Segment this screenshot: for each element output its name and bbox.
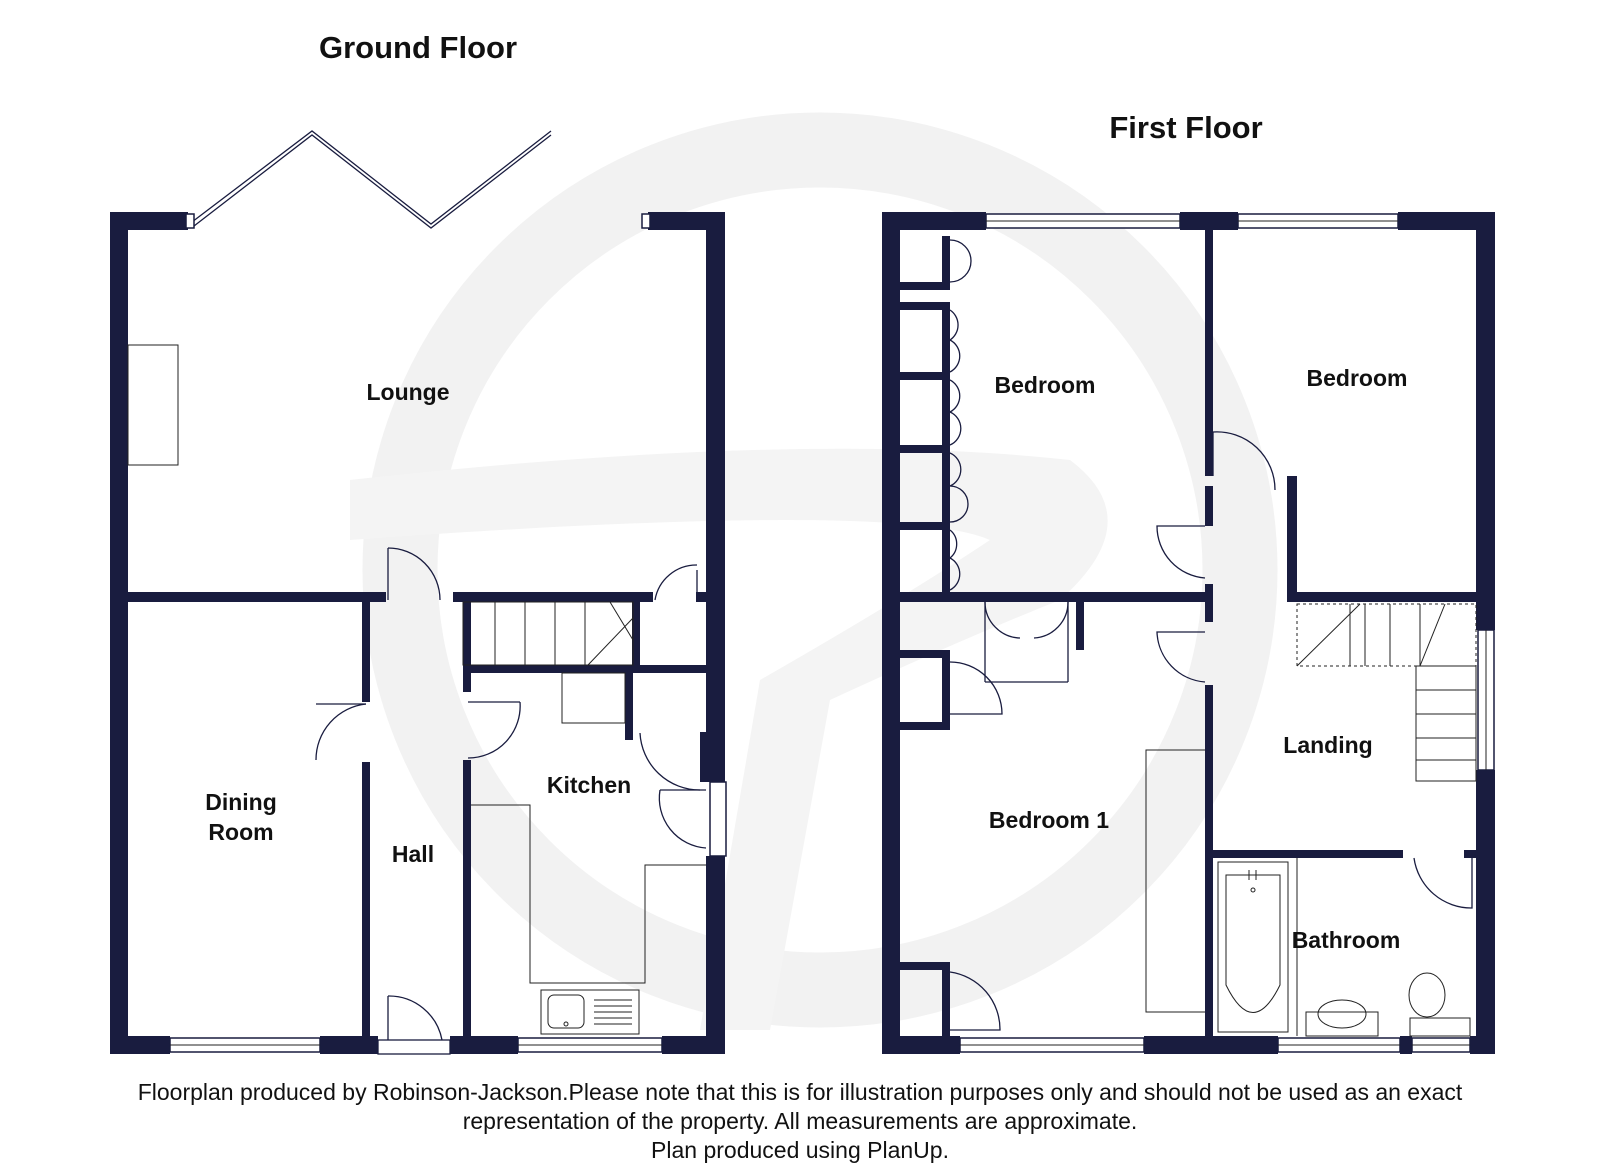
first-north-wall-3 — [1398, 212, 1495, 230]
room-label-dining-line1: Dining — [205, 789, 277, 815]
toilet — [1408, 972, 1471, 1037]
disclaimer-line-2: representation of the property. All meas… — [462, 1108, 1138, 1134]
ground-west-wall — [110, 212, 128, 1054]
landing-doors — [1156, 431, 1473, 909]
bedroom1-wardrobe-doors — [949, 601, 1069, 1031]
room-label-kitchen: Kitchen — [547, 772, 631, 798]
first-east-wall-upper — [1476, 212, 1495, 630]
fireplace — [127, 344, 179, 466]
first-south-wall-1 — [882, 1036, 960, 1054]
room-label-bedroom-1: Bedroom 1 — [989, 807, 1109, 833]
dining-hall-wall-lower — [362, 762, 370, 1036]
dining-door — [315, 703, 367, 761]
ground-east-wall-upper — [706, 212, 725, 782]
ground-south-wall-2 — [320, 1036, 378, 1054]
first-floor-title: First Floor — [1109, 110, 1262, 145]
washbasin — [1305, 999, 1379, 1037]
lounge-kitchen-wall-end — [696, 592, 710, 602]
ground-floor-plan — [110, 130, 727, 1055]
kitchen-worktops — [471, 672, 706, 984]
room-label-landing: Landing — [1283, 732, 1372, 758]
disclaimer-line-3: Plan produced using PlanUp. — [651, 1137, 949, 1163]
kitchen-store-wall — [625, 672, 633, 740]
ground-south-wall-3 — [450, 1036, 518, 1054]
first-east-wall-lower — [1476, 770, 1495, 1054]
lounge-dining-wall — [110, 592, 386, 602]
room-label-bedroom-left: Bedroom — [995, 372, 1096, 398]
first-south-wall-2 — [1144, 1036, 1278, 1054]
disclaimer-line-1: Floorplan produced by Robinson-Jackson.P… — [137, 1079, 1463, 1105]
bedroom-divider-upper — [1205, 230, 1213, 476]
bedroom1-east-wall — [1205, 685, 1213, 1036]
ground-east-wall-lower — [706, 856, 725, 1054]
first-west-wall — [882, 212, 900, 1054]
ground-south-wall-1 — [110, 1036, 170, 1054]
wardrobe-divider — [1076, 602, 1084, 650]
lounge-kitchen-wall — [453, 592, 653, 602]
first-north-wall-2 — [1180, 212, 1238, 230]
kitchen-north-wall — [463, 665, 706, 673]
first-south-wall-3 — [1400, 1036, 1412, 1054]
ground-south-wall-4 — [662, 1036, 725, 1054]
ground-north-wall-right — [648, 212, 725, 230]
kitchen-sink — [540, 989, 640, 1035]
landing-bathroom-wall-end — [1464, 850, 1480, 858]
hall-kitchen-wall-upper — [463, 602, 471, 692]
bedroom-landing-wall — [1287, 592, 1495, 602]
store-door — [654, 564, 698, 601]
room-label-bedroom-right: Bedroom — [1307, 365, 1408, 391]
ground-floor-title: Ground Floor — [319, 30, 517, 65]
back-door-jamb — [700, 732, 710, 782]
lounge-hall-door — [387, 547, 441, 601]
bedroom-divider-mid — [1205, 486, 1213, 526]
bedroom1-fitted-unit — [1145, 749, 1205, 1013]
watermark-logo — [350, 112, 1278, 1030]
first-south-wall-4 — [1470, 1036, 1495, 1054]
landing-bathroom-wall — [1213, 850, 1403, 858]
back-door — [658, 789, 707, 849]
room-label-dining-line2: Room — [208, 819, 273, 845]
first-floor-plan — [882, 212, 1495, 1054]
front-door — [377, 995, 451, 1055]
wardrobe-doors — [948, 239, 972, 591]
ground-stairs — [462, 601, 634, 666]
dining-hall-wall-upper — [362, 602, 370, 702]
disclaimer: Floorplan produced by Robinson-Jackson.P… — [40, 1078, 1560, 1165]
first-north-wall-1 — [882, 212, 986, 230]
ground-north-wall-left — [110, 212, 188, 230]
room-label-bathroom: Bathroom — [1292, 927, 1401, 953]
landing-bedroom-wall — [1287, 476, 1297, 596]
room-label-lounge: Lounge — [366, 379, 449, 405]
bedroom-divider-low — [1205, 584, 1213, 622]
first-floor-stairs — [1296, 603, 1477, 782]
lounge-bifold-doors — [191, 130, 552, 225]
kitchen-door — [467, 701, 521, 759]
kitchen-side-window — [709, 781, 727, 857]
kitchen-store-door — [639, 732, 701, 791]
store-wall — [632, 602, 640, 672]
bedroom-bedroom1-wall — [882, 592, 1213, 602]
bathtub — [1217, 861, 1289, 1033]
room-label-hall: Hall — [392, 841, 434, 867]
hall-kitchen-wall-lower — [463, 760, 471, 1036]
